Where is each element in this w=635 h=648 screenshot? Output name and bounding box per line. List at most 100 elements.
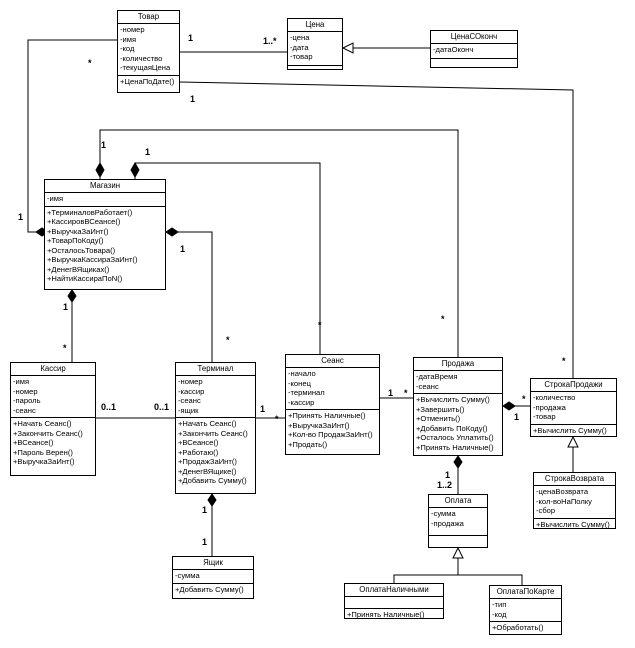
operation: +Закончить Сеанс() [13,428,83,438]
multiplicity: * [63,343,67,353]
operation: +Добавить ПоКоду() [416,423,488,433]
operation: +Работаю() [178,447,219,457]
operations-section: +Начать Сеанс() +Закончить Сеанс() +ВСеа… [176,418,255,488]
class-kassir: Кассир -имя -номер -пароль -сеанс +Начат… [10,362,96,476]
class-title: Кассир [11,363,95,376]
operation: +Осталось Уплатить() [416,433,494,442]
operation: +Обработать() [492,623,544,632]
operation: +Добавить Сумму() [175,584,244,594]
class-title: Магазин [45,180,165,193]
assoc-tovar-magazin [27,39,117,233]
attributes-section [345,597,443,609]
attribute: -сеанс [178,396,201,405]
class-title: ОплатаПоКарте [490,586,561,599]
attribute: -сумма [431,509,456,518]
class-prodazha: Продажа -датаВремя -сеанс +Вычислить Сум… [413,357,503,456]
multiplicity: 0..1 [154,402,170,412]
operation: +Кол-во ПродажЗаИнт() [288,430,373,439]
attribute: -датаВремя [416,372,458,381]
attribute: -количество [533,393,576,402]
attribute: -имя [47,194,64,203]
attribute: -сеанс [13,405,36,415]
operation: +ВыручкаЗаИнт() [47,226,109,236]
class-oplatakart: ОплатаПоКарте -тип -код +Обработать() [489,585,562,635]
attribute: -терминал [288,388,325,397]
gen-arrow-cena [341,42,354,54]
multiplicity: 1 [101,140,107,150]
attributes-section: -цена -дата -товар [288,32,342,66]
operations-section: +Вычислить Сумму() [534,519,615,532]
operations-section [431,59,517,62]
multiplicity: 1 [18,212,24,222]
gen-oplata-branches [393,574,523,585]
attribute: -номер [120,25,145,34]
class-title: Товар [118,11,179,24]
attribute: -продажа [431,518,464,528]
operations-section: +Вычислить Сумму() [531,425,616,438]
class-title: ЦенаСОконч [431,31,517,44]
agg-diamond-term-yash [207,493,217,507]
attribute: -пароль [13,396,41,405]
attribute: -датаОконч [433,45,474,54]
operation: +Начать Сеанс() [178,419,237,428]
gen-arrow-oplata [452,546,464,559]
multiplicity: 1 [202,505,208,515]
agg-diamond-prod-opl [453,455,463,469]
operation: +ВСеансе() [178,438,219,447]
class-title: Ящик [173,557,253,570]
operations-section: +ТерминаловРаботает() +КассировВСеансе()… [45,207,165,286]
attribute: -количество [120,53,163,63]
operations-section: +Обработать() [490,622,561,635]
multiplicity: * [562,356,566,366]
attributes-section: -ценаВозврата -кол-воНаПолку -сбор [534,486,615,519]
class-tovar: Товар -номер -имя -код -количество -теку… [117,10,180,93]
operation: +Принять Наличные() [347,610,425,619]
attribute: -цена [290,33,310,42]
multiplicity: 1 [260,404,266,414]
multiplicity: 1 [514,412,520,422]
operation: +ТерминаловРаботает() [47,207,133,217]
attributes-section: -номер -кассир -сеанс -ящик [176,376,255,418]
attribute: -товар [533,412,556,421]
multiplicity: 1 [63,302,69,312]
operation: +ВСеансе() [13,438,54,447]
operation: +Вычислить Сумму() [416,395,490,404]
attribute: -сбор [536,506,556,515]
operations-section [288,66,342,69]
multiplicity: 1 [145,147,151,157]
class-magazin: Магазин -имя +ТерминаловРаботает() +Касс… [44,179,166,290]
operation: +Принять Наличные() [416,442,494,452]
attribute: -номер [13,386,38,396]
operations-section: +Принять Наличные() [345,609,443,622]
multiplicity: * [226,335,230,345]
multiplicity: * [441,314,445,324]
multiplicity: * [88,58,92,68]
attribute: -имя [13,377,30,386]
multiplicity: 1 [190,94,196,104]
operation: +ТоварПоКоду() [47,236,104,245]
agg-diamond-mag-term [165,227,179,237]
class-cenasokonch: ЦенаСОконч -датаОконч [430,30,518,68]
attributes-section: -тип -код [490,599,561,622]
operation: +Принять Наличные() [288,411,366,420]
attribute: -код [120,44,135,53]
multiplicity: * [275,414,279,424]
attribute: -кассир [288,397,315,407]
multiplicity: 1 [202,537,208,547]
class-cena: Цена -цена -дата -товар [287,18,343,70]
operations-section: +Добавить Сумму() [173,584,253,597]
multiplicity: 0..1 [101,402,117,412]
operation: +ОсталосьТовара() [47,245,116,255]
assoc-mag-prodazha [99,129,459,357]
attribute: -продажа [533,402,566,412]
multiplicity: * [404,388,408,398]
operation: +Завершить() [416,404,465,414]
operation: +КассировВСеансе() [47,217,121,226]
multiplicity: * [318,320,322,330]
attribute: -номер [178,377,203,386]
attribute: -текущаяЦена [120,63,171,72]
class-title: Оплата [429,495,487,508]
attributes-section: -имя [45,193,165,207]
gen-arrow-stroka [567,435,579,448]
attribute: -код [492,609,507,619]
